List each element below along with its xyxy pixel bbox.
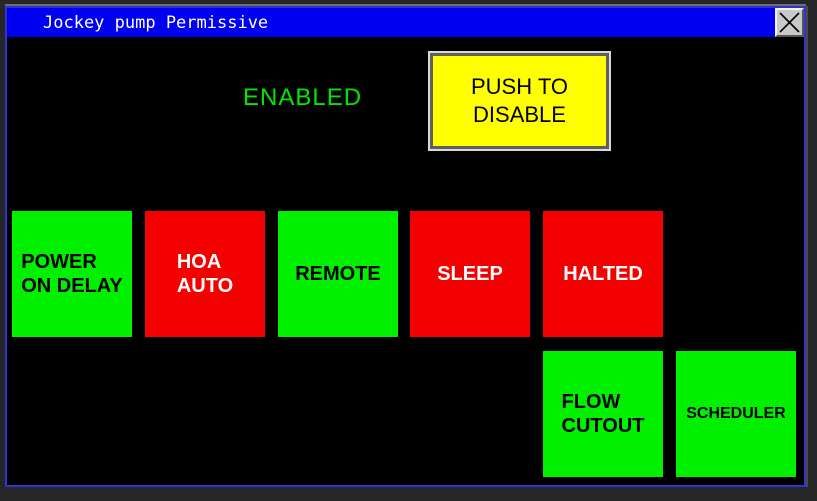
window-title: Jockey pump Permissive	[43, 12, 269, 33]
indicator-label: FLOW CUTOUT	[561, 391, 645, 437]
indicator-halted: HALTED	[543, 211, 663, 337]
title-bar: Jockey pump Permissive	[7, 8, 804, 37]
indicator-label: SCHEDULER	[686, 405, 786, 422]
indicator-label: POWER ON DELAY	[21, 251, 123, 297]
permissive-status-text: ENABLED	[243, 84, 363, 111]
indicator-label: SLEEP	[437, 263, 503, 285]
indicator-scheduler: SCHEDULER	[676, 351, 796, 477]
indicator-remote: REMOTE	[278, 211, 398, 337]
indicator-hoa-auto: HOA AUTO	[145, 211, 265, 337]
permissive-popup-window: Jockey pump Permissive ENABLED PUSH TO D…	[5, 6, 806, 487]
indicator-power-on-delay: POWER ON DELAY	[12, 211, 132, 337]
close-button[interactable]	[775, 8, 804, 37]
indicator-label: HOA AUTO	[176, 251, 234, 297]
window-content: ENABLED PUSH TO DISABLE POWER ON DELAY H…	[7, 37, 804, 485]
indicator-sleep: SLEEP	[410, 211, 530, 337]
indicator-label: REMOTE	[295, 263, 381, 285]
push-to-disable-button[interactable]: PUSH TO DISABLE	[428, 51, 611, 151]
close-icon	[779, 12, 800, 33]
indicator-flow-cutout: FLOW CUTOUT	[543, 351, 663, 477]
indicator-label: HALTED	[563, 263, 643, 285]
